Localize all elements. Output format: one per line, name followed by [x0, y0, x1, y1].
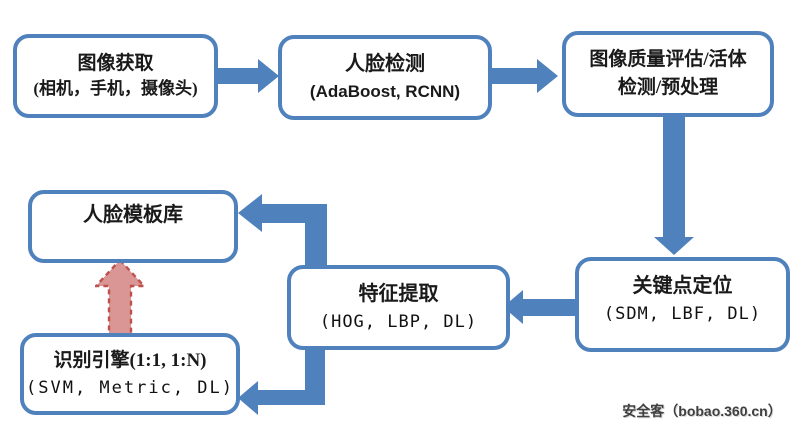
arrow-feature-to-engine-horizontal	[257, 390, 325, 405]
arrow-feature-to-template-db-horizontal	[260, 204, 327, 223]
arrow-quality-to-landmark-shaft	[663, 116, 685, 238]
arrow-acquisition-to-detection-head	[258, 59, 279, 93]
arrow-detection-to-quality-head	[537, 59, 558, 93]
arrow-detection-to-quality-shaft	[492, 68, 538, 84]
arrow-feature-to-engine-head	[238, 381, 258, 415]
node-landmark-localization: 关键点定位 (SDM, LBF, DL)	[575, 257, 790, 352]
node-quality-liveness: 图像质量评估/活体 检测/预处理	[562, 31, 774, 117]
node-image-acquisition: 图像获取 (相机，手机，摄像头)	[13, 34, 218, 118]
node-face-detection: 人脸检测 (AdaBoost, RCNN)	[278, 35, 492, 120]
arrow-landmark-to-feature-shaft	[522, 299, 575, 316]
node-feature-extraction: 特征提取 (HOG, LBP, DL)	[287, 265, 510, 350]
node-image-acquisition-subtitle: (相机，手机，摄像头)	[33, 79, 198, 99]
node-feature-extraction-title: 特征提取	[358, 282, 439, 305]
arrow-feature-to-template-db-head	[238, 194, 262, 232]
node-recognition-engine-subtitle: (SVM, Metric, DL)	[26, 377, 234, 398]
node-face-template-db-title: 人脸模板库	[83, 204, 183, 226]
node-feature-extraction-subtitle: (HOG, LBP, DL)	[319, 311, 478, 332]
watermark-text: 安全客（bobao.360.cn）	[622, 403, 782, 419]
dashed-feedback-arrow	[95, 258, 147, 338]
node-landmark-localization-title: 关键点定位	[632, 274, 733, 297]
node-recognition-engine: 识别引擎(1:1, 1:N) (SVM, Metric, DL)	[20, 333, 240, 415]
node-recognition-engine-title: 识别引擎(1:1, 1:N)	[53, 350, 207, 372]
dashed-feedback-arrow-shape	[95, 258, 147, 338]
arrow-acquisition-to-detection-shaft	[218, 68, 260, 84]
node-landmark-localization-subtitle: (SDM, LBF, DL)	[603, 303, 762, 324]
node-quality-liveness-line2: 检测/预处理	[617, 77, 719, 98]
node-face-detection-subtitle: (AdaBoost, RCNN)	[309, 82, 461, 102]
arrow-quality-to-landmark-head	[654, 237, 694, 255]
node-face-template-db: 人脸模板库	[28, 190, 238, 263]
node-image-acquisition-title: 图像获取	[77, 52, 154, 74]
node-face-detection-title: 人脸检测	[345, 53, 425, 76]
node-quality-liveness-line1: 图像质量评估/活体	[589, 49, 747, 71]
